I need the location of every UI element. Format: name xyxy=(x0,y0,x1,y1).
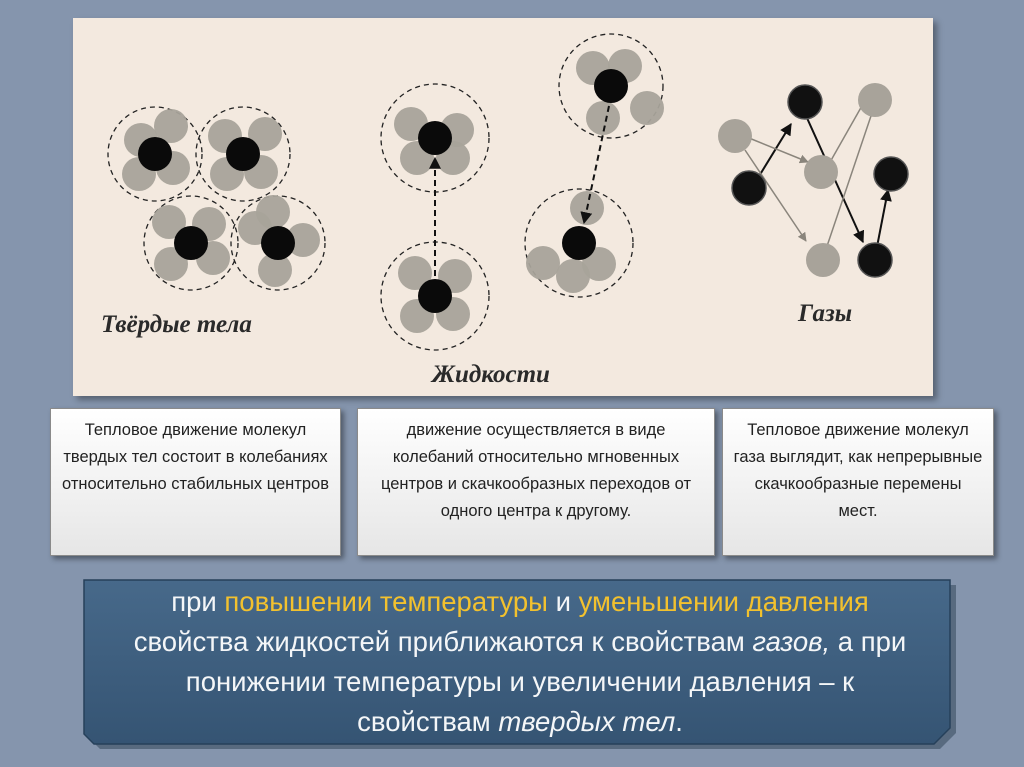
conclusion-box: при повышении температуры и уменьшении д… xyxy=(80,578,960,750)
conclusion-part: при xyxy=(171,586,217,617)
conclusion-period: . xyxy=(675,706,683,737)
conclusion-text: при повышении температуры и уменьшении д… xyxy=(120,582,920,742)
solids-group xyxy=(107,106,326,291)
gases-description-text: Тепловое движение молекул газа выглядит,… xyxy=(733,421,983,520)
conclusion-part: и xyxy=(555,586,571,617)
conclusion-part: а при понижении температуры и увеличении… xyxy=(185,626,907,737)
gas-molecule-faded xyxy=(858,83,892,117)
gases-description-card: Тепловое движение молекул газа выглядит,… xyxy=(722,408,994,556)
conclusion-highlight-pressure-decrease: уменьшении давления xyxy=(578,586,869,617)
solids-label: Твёрдые тела xyxy=(101,311,252,338)
solid-molecule xyxy=(107,106,203,202)
liquids-group xyxy=(380,33,664,351)
liquids-label: Жидкости xyxy=(430,361,550,388)
solid-molecule xyxy=(230,195,326,291)
gas-molecule-faded xyxy=(718,119,752,153)
gas-molecule xyxy=(731,170,767,206)
gases-group xyxy=(718,83,909,278)
diagram-panel: Твёрдые тела Жидкости Газы xyxy=(73,18,933,396)
gas-molecule xyxy=(857,242,893,278)
conclusion-part: свойства жидкостей приближаются к свойст… xyxy=(133,626,745,657)
solids-description-text: Тепловое движение молекул твердых тел со… xyxy=(62,421,329,493)
conclusion-emphasis-gases: газов, xyxy=(752,626,831,657)
gas-molecule xyxy=(873,156,909,192)
conclusion-highlight-temperature-rise: повышении температуры xyxy=(224,586,548,617)
solid-molecule xyxy=(195,106,291,202)
liquid-molecule xyxy=(524,188,634,298)
gases-label: Газы xyxy=(797,300,852,327)
solids-description-card: Тепловое движение молекул твердых тел со… xyxy=(50,408,341,556)
liquid-molecule xyxy=(380,83,490,193)
liquid-molecule xyxy=(558,33,664,139)
solid-molecule xyxy=(143,195,239,291)
liquid-molecule xyxy=(380,241,490,351)
gas-molecule-faded xyxy=(806,243,840,277)
conclusion-box-shape xyxy=(83,579,956,749)
liquids-description-card: движение осуществляется в виде колебаний… xyxy=(357,408,715,556)
conclusion-emphasis-solids: твердых тел xyxy=(498,706,676,737)
gas-molecule xyxy=(787,84,823,120)
liquids-description-text: движение осуществляется в виде колебаний… xyxy=(380,421,692,520)
molecular-motion-diagram: Твёрдые тела Жидкости Газы xyxy=(101,33,909,388)
gas-molecule-faded xyxy=(804,155,838,189)
